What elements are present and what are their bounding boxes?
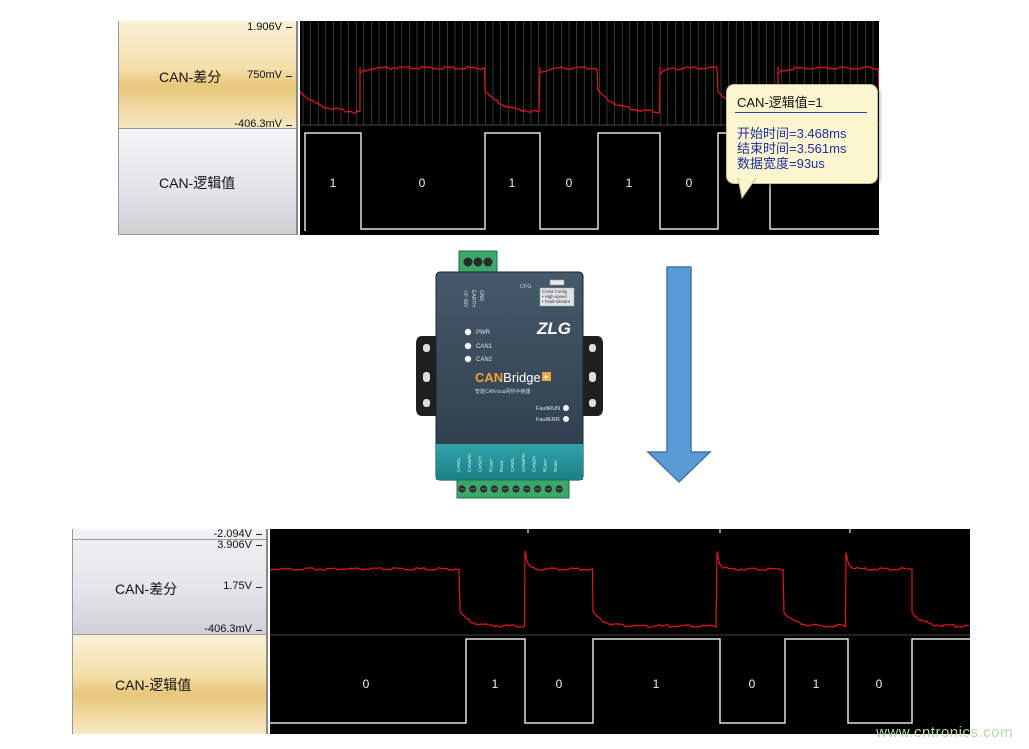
led-label-faultrun: FaultRUN	[536, 406, 560, 412]
top-logic-channel[interactable]: CAN-逻辑值	[119, 129, 296, 235]
canbridge-device: +9~36V EARTH GND CFG CAN2 Config • High-…	[416, 250, 603, 499]
top-diff-min-tick: -406.3mV	[234, 118, 282, 130]
bottom-diff-mid-tick: 1.75V	[223, 580, 252, 592]
cfg-line-1: CAN2 Config	[542, 289, 568, 294]
bottom-bit-label: 1	[492, 677, 499, 691]
mounting-ear-left	[416, 336, 436, 416]
pin-label: R2xa-	[553, 459, 558, 472]
top-diff-waveform	[299, 65, 879, 114]
led-label-can2: CAN2	[476, 357, 493, 363]
cfg-switch	[549, 279, 565, 286]
pin-label: CAN2L	[510, 457, 515, 472]
bottom-diff-waveform	[269, 550, 969, 629]
top-logic-channel-label: CAN-逻辑值	[159, 175, 236, 191]
top-bit-label: 0	[419, 176, 426, 190]
led-label-pwr: PWR	[476, 330, 491, 336]
bottom-bit-label: 0	[556, 677, 563, 691]
status-leds-right: FaultRUN FaultERR	[536, 405, 569, 423]
pin-label: CAN2FG	[521, 453, 526, 472]
mounting-ear-right	[583, 336, 603, 416]
bottom-logic-channel[interactable]: CAN-逻辑值	[73, 635, 266, 734]
top-bit-label: 1	[330, 176, 337, 190]
bottom-diff-channel[interactable]: -2.094V 3.906V 1.75V -406.3mV CAN-差分	[73, 529, 266, 635]
power-label-3: GND	[478, 290, 484, 302]
tooltip-end-time: 结束时间=3.561ms	[737, 141, 847, 156]
power-terminal-block	[458, 250, 498, 274]
bottom-logic-waveform	[270, 638, 970, 724]
bottom-scope-panel: -2.094V 3.906V 1.75V -406.3mV CAN-差分 CAN…	[72, 529, 970, 734]
bottom-pin-labels: CAN1L CAN1FG CAN1H R1xa+ R1xa- CAN2L CAN2FG CAN…	[456, 453, 558, 472]
power-label-2: EARTH	[470, 290, 476, 307]
status-leds-left: PWR CAN1 CAN2	[464, 328, 493, 363]
tooltip-pointer	[737, 178, 757, 200]
top-waveform-svg: 1 0 1 0 1 0	[299, 21, 879, 231]
canbridge-brand: CANBridge	[475, 370, 541, 385]
bottom-waveform-svg: 0 1 0 1 0 1 0	[269, 529, 970, 724]
top-bit-label: 1	[626, 176, 633, 190]
logic-value-tooltip: CAN-逻辑值=1 开始时间=3.468ms 结束时间=3.561ms 数据宽度…	[726, 84, 878, 184]
pin-label: CAN2H	[532, 456, 537, 472]
bottom-diff-channel-label: CAN-差分	[115, 581, 178, 597]
led-label-faulterr: FaultERR	[536, 417, 560, 423]
led-label-can1: CAN1	[476, 344, 493, 350]
bottom-bit-label: 1	[813, 677, 820, 691]
top-bit-label: 0	[686, 176, 693, 190]
bottom-diff-min-tick: -406.3mV	[204, 623, 252, 635]
pin-label: CAN1L	[456, 457, 461, 472]
tooltip-data-width: 数据宽度=93us	[737, 156, 825, 171]
tooltip-title: CAN-逻辑值=1	[737, 95, 823, 110]
zlg-logo: ZLG	[536, 319, 571, 338]
pin-label: CAN1H	[478, 456, 483, 472]
can-terminal-block	[456, 479, 570, 499]
pin-label: R1xa+	[488, 458, 493, 472]
bottom-bit-label: 0	[876, 677, 883, 691]
bottom-bit-label: 1	[653, 677, 660, 691]
bottom-diff-max-tick: 3.906V	[217, 539, 252, 551]
top-channel-sidebar: 1.906V 750mV -406.3mV CAN-差分 CAN-逻辑值	[118, 21, 298, 235]
cfg-line-3: • Fault-tolerant	[542, 299, 571, 304]
top-diff-channel-label: CAN-差分	[159, 69, 222, 85]
top-diff-mid-tick: 750mV	[247, 69, 282, 81]
down-arrow-icon	[646, 266, 712, 484]
bottom-channel-sidebar: -2.094V 3.906V 1.75V -406.3mV CAN-差分 CAN…	[72, 529, 268, 734]
bottom-waveform-area[interactable]: 0 1 0 1 0 1 0	[269, 529, 970, 734]
bottom-diff-prev-tick: -2.094V	[213, 529, 252, 540]
cfg-line-2: • High-speed	[542, 294, 567, 299]
pin-label: R1xa-	[499, 459, 504, 472]
svg-text:+: +	[544, 372, 549, 382]
canbridge-subtitle: 智能CAN-bus网桥中继器	[475, 388, 530, 395]
top-diff-max-tick: 1.906V	[247, 21, 282, 33]
tooltip-start-time: 开始时间=3.468ms	[737, 126, 847, 141]
power-label-1: +9~36V	[462, 290, 468, 308]
bottom-logic-channel-label: CAN-逻辑值	[115, 677, 192, 693]
watermark-text: www.cntronics.com	[876, 724, 1013, 741]
pin-label: CAN1FG	[467, 453, 472, 472]
bottom-bit-label: 0	[363, 677, 370, 691]
cfg-label: CFG	[520, 284, 532, 290]
top-diff-channel[interactable]: 1.906V 750mV -406.3mV CAN-差分	[119, 21, 296, 130]
top-bit-label: 1	[509, 176, 516, 190]
top-bit-label: 0	[566, 176, 573, 190]
bottom-bit-label: 0	[749, 677, 756, 691]
pin-label: R2xa+	[542, 458, 547, 472]
